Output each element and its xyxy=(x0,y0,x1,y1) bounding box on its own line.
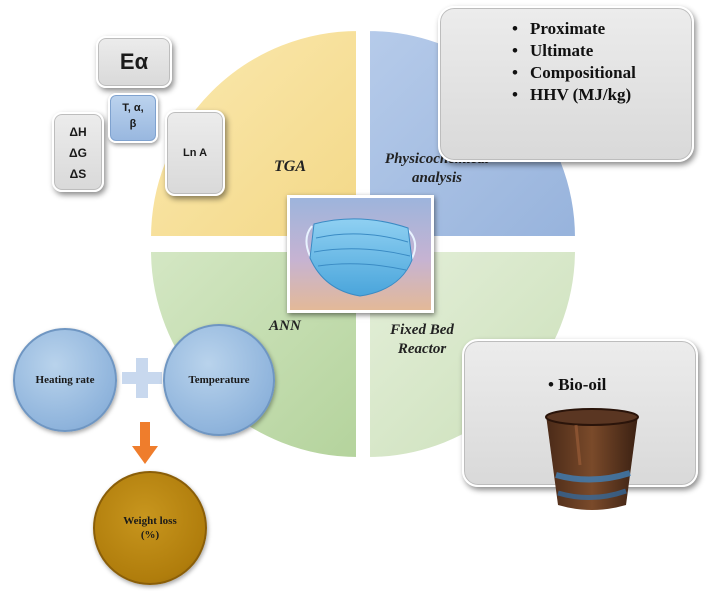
list-item: •Proximate xyxy=(512,19,606,38)
thermo-parameters-box: ΔH ΔG ΔS xyxy=(52,112,104,192)
kinetic-params-line1: T, α, xyxy=(122,102,144,114)
physicochemical-label-line2: analysis xyxy=(411,170,462,186)
tga-label: TGA xyxy=(274,158,306,175)
center-mask-image xyxy=(287,195,434,313)
physicochemical-details-box: •Proximate •Ultimate •Compositional •HHV… xyxy=(438,6,694,162)
bio-oil-item: • Bio-oil xyxy=(548,375,606,395)
kinetic-parameters-box: T, α, β xyxy=(108,93,158,143)
bio-oil-beaker-image xyxy=(545,408,639,510)
ann-label: ANN xyxy=(269,318,301,334)
heating-rate-label: Heating rate xyxy=(35,374,95,386)
fixed-bed-label-line1: Fixed Bed xyxy=(390,322,454,338)
activation-energy-symbol: Eα xyxy=(119,49,149,74)
ln-a-box: Ln A xyxy=(165,110,225,196)
entropy-label: ΔS xyxy=(69,167,87,181)
temperature-label: Temperature xyxy=(188,374,250,386)
activation-energy-box: Eα xyxy=(96,36,172,88)
physicochemical-list: •Proximate •Ultimate •Compositional •HHV… xyxy=(512,18,636,106)
ln-a-label: Ln A xyxy=(182,147,208,159)
list-item: •HHV (MJ/kg) xyxy=(512,85,632,104)
kinetic-params-line2: β xyxy=(129,118,137,130)
enthalpy-label: ΔH xyxy=(69,125,87,139)
bio-oil-bullet: • xyxy=(548,375,554,394)
fixed-bed-label: Fixed Bed Reactor xyxy=(362,321,482,359)
bio-oil-label: Bio-oil xyxy=(558,375,607,394)
weight-loss-label-line2: (%) xyxy=(140,529,160,541)
list-item: •Ultimate xyxy=(512,41,594,60)
fixed-bed-label-line2: Reactor xyxy=(397,341,447,357)
weight-loss-label-line1: Weight loss xyxy=(123,515,177,527)
down-arrow-icon xyxy=(132,422,158,464)
temperature-circle: Temperature xyxy=(163,324,275,436)
list-item: •Compositional xyxy=(512,63,636,82)
plus-icon xyxy=(122,358,162,398)
surgical-mask-icon xyxy=(305,218,417,297)
gibbs-energy-label: ΔG xyxy=(69,146,87,160)
weight-loss-circle: Weight loss (%) xyxy=(93,471,207,585)
heating-rate-circle: Heating rate xyxy=(13,328,117,432)
